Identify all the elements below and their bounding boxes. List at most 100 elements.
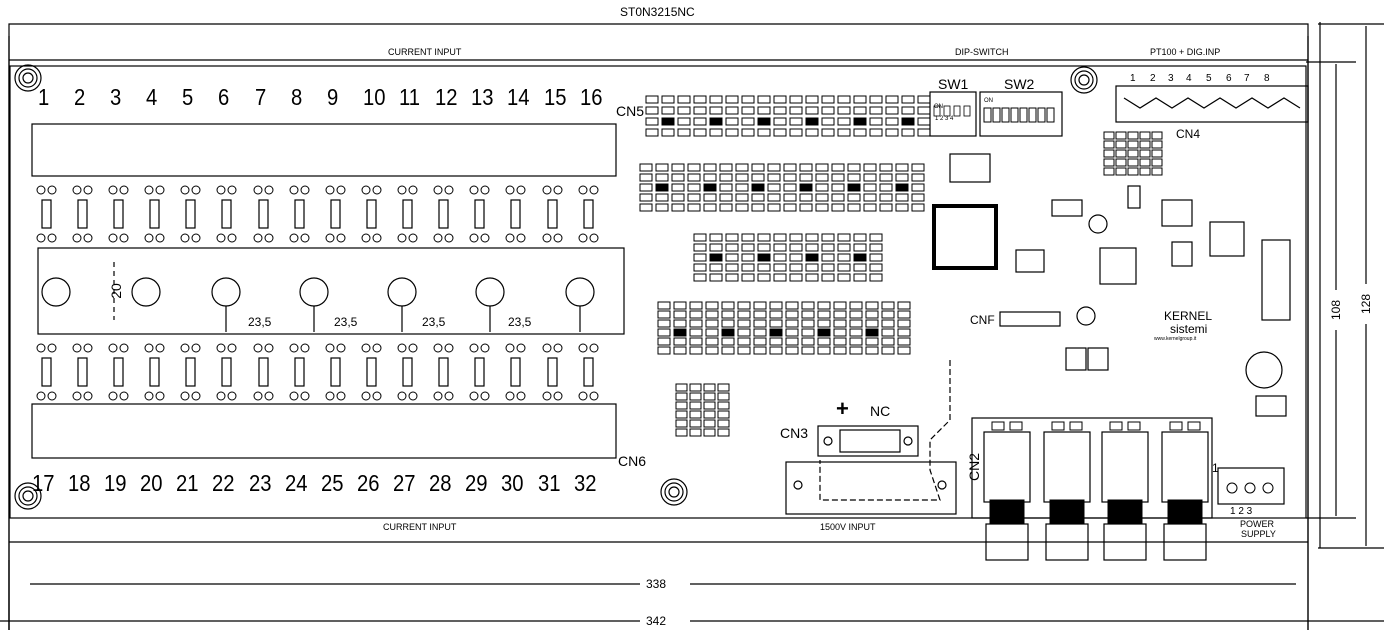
smd-component (673, 337, 687, 346)
solder-pad (589, 185, 599, 195)
resistor (113, 357, 124, 387)
spacing-label: 23,5 (508, 315, 532, 329)
smd-component (725, 95, 739, 104)
resistor (366, 199, 377, 229)
smd-component (821, 233, 835, 242)
smd-component (1151, 140, 1163, 149)
rj-jack-body (1045, 523, 1089, 561)
smd-component (737, 319, 751, 328)
kernel-label: KERNEL (1164, 309, 1213, 323)
solder-pad (83, 185, 93, 195)
solder-pad (480, 391, 490, 401)
smd-component (673, 310, 687, 319)
smd-component (853, 253, 867, 262)
smd-component (741, 243, 755, 252)
solder-pad (589, 343, 599, 353)
smd-component (689, 401, 702, 410)
smd-component (783, 163, 797, 172)
mounting-hole (14, 64, 42, 92)
channel-number-bottom: 22 (212, 470, 235, 496)
solder-pad (119, 391, 129, 401)
smd-component (869, 273, 883, 282)
smd-component (737, 310, 751, 319)
smd-component (709, 95, 723, 104)
smd-component (833, 310, 847, 319)
smd-component (767, 183, 781, 192)
smd-component (789, 128, 803, 137)
smd-component (881, 346, 895, 355)
smd-component (815, 193, 829, 202)
resistor (583, 199, 594, 229)
shunt-hole (41, 277, 71, 307)
smd-component (773, 263, 787, 272)
title-bracket (8, 23, 1309, 36)
channel-number-top: 16 (580, 84, 603, 110)
smd-component (863, 193, 877, 202)
smd-component (911, 163, 925, 172)
smd-component (639, 193, 653, 202)
solder-pad (325, 391, 335, 401)
resistor (77, 357, 88, 387)
smd-component (1051, 421, 1065, 431)
smd-component (753, 301, 767, 310)
smd-component (895, 193, 909, 202)
solder-pad (469, 185, 479, 195)
smd-component (785, 337, 799, 346)
smd-component (853, 243, 867, 252)
smd-component (725, 233, 739, 242)
smd-component (805, 273, 819, 282)
smd-component (833, 346, 847, 355)
smd-component (885, 128, 899, 137)
smd-component (703, 383, 716, 392)
channel-number-bottom: 23 (249, 470, 272, 496)
smd-component (817, 337, 831, 346)
channel-number-top: 4 (146, 84, 158, 110)
smd-component (741, 128, 755, 137)
resistor (113, 199, 124, 229)
solder-pad (264, 343, 274, 353)
smd-component (757, 273, 771, 282)
smd-component (863, 163, 877, 172)
channel-number-top: 13 (471, 84, 494, 110)
smd-component (837, 106, 851, 115)
smd-component (1127, 149, 1139, 158)
resistor (547, 357, 558, 387)
shunt-hole (211, 277, 241, 307)
power-pin (1244, 482, 1256, 494)
solder-pad (144, 391, 154, 401)
mounting-hole-inner (1074, 70, 1094, 90)
smd-component (837, 95, 851, 104)
smd-component (689, 419, 702, 428)
smd-component (725, 128, 739, 137)
mounting-hole-center (22, 490, 34, 502)
smd-component (757, 117, 771, 126)
smd-component (719, 203, 733, 212)
smd-component (837, 117, 851, 126)
smd-component (817, 328, 831, 337)
smd-component (821, 128, 835, 137)
smd-component (769, 346, 783, 355)
smd-component (769, 301, 783, 310)
smd-component (805, 106, 819, 115)
resistor (330, 357, 341, 387)
resistor (185, 357, 196, 387)
channel-number-top: 6 (218, 84, 230, 110)
solder-pad (300, 233, 310, 243)
smd-component (671, 173, 685, 182)
smd-component (689, 310, 703, 319)
smd-component (705, 301, 719, 310)
solder-pad (300, 185, 310, 195)
smd-component (789, 253, 803, 262)
smd-component (709, 233, 723, 242)
smd-component (847, 193, 861, 202)
rj-jack (983, 431, 1031, 503)
smd-component (773, 95, 787, 104)
solder-pad (397, 391, 407, 401)
smd-component (657, 337, 671, 346)
solder-pad (216, 343, 226, 353)
smd-component (753, 337, 767, 346)
smd-component (1127, 158, 1139, 167)
smd-component (831, 183, 845, 192)
